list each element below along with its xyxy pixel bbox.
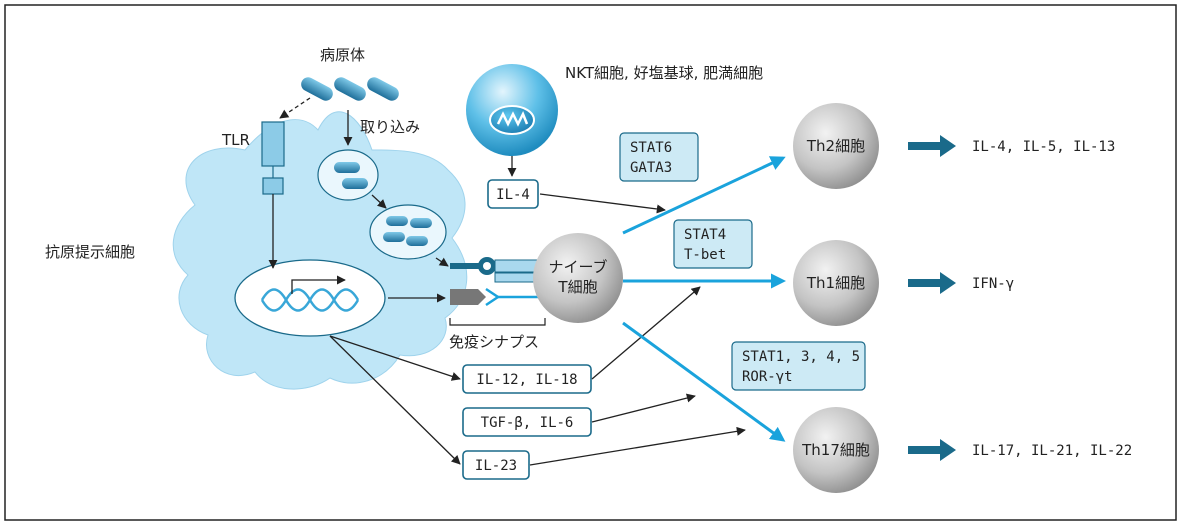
naive-label-2: T細胞 bbox=[557, 278, 597, 296]
pathogen-icon bbox=[301, 77, 399, 101]
apc-label: 抗原提示細胞 bbox=[45, 243, 135, 261]
th2-output: IL-4, IL-5, IL-13 bbox=[972, 139, 1115, 155]
th17-label: Th17細胞 bbox=[801, 441, 870, 459]
vesicle-2 bbox=[369, 204, 447, 260]
il12-18-box bbox=[462, 364, 592, 394]
apc-il12-arrow bbox=[329, 335, 461, 381]
tlr-receptor bbox=[261, 121, 285, 167]
th17-output-arrow bbox=[908, 439, 956, 461]
tf-th17-line1: STAT1, 3, 4, 5 bbox=[742, 349, 860, 365]
apc-cell-body bbox=[172, 111, 468, 390]
tf-th17-box bbox=[731, 341, 866, 391]
th1-output-arrow bbox=[908, 272, 956, 294]
dna-helix-icon bbox=[260, 288, 360, 312]
il23-box bbox=[462, 450, 530, 480]
synapse-bracket bbox=[449, 318, 546, 326]
vesicle-particle bbox=[406, 236, 428, 246]
nkt-nucleus bbox=[489, 105, 535, 135]
vesicle-particle bbox=[410, 218, 432, 228]
tlr-label: TLR bbox=[221, 131, 250, 149]
il23-th17-arrow bbox=[529, 426, 746, 466]
tf-th1-line2: T-bet bbox=[684, 247, 726, 263]
tgf-th17-arrow bbox=[591, 393, 696, 423]
th17-output: IL-17, IL-21, IL-22 bbox=[972, 443, 1132, 459]
tf-th17-line2: ROR-γt bbox=[742, 369, 793, 385]
pathogen-label: 病原体 bbox=[320, 46, 365, 64]
vesicle-1 bbox=[317, 149, 379, 201]
vesicle-particle bbox=[383, 232, 405, 242]
il12-18-text: IL-12, IL-18 bbox=[476, 372, 577, 388]
costim-molecule bbox=[450, 289, 486, 305]
il4-th2-arrow bbox=[539, 193, 666, 214]
naive-label-1: ナイーブ bbox=[548, 258, 607, 276]
tcr bbox=[494, 259, 540, 273]
transcription-arrow bbox=[291, 275, 346, 294]
tf-th2-box bbox=[619, 132, 699, 182]
th1-label: Th1細胞 bbox=[806, 274, 865, 292]
pathogen-tlr-arrow bbox=[279, 97, 311, 119]
tf-th1-box bbox=[673, 219, 753, 269]
tgf-il6-box bbox=[462, 407, 592, 437]
th2-output-arrow bbox=[908, 135, 956, 157]
nkt-label: NKT細胞, 好塩基球, 肥満細胞 bbox=[565, 64, 763, 82]
wave-icon bbox=[496, 110, 529, 127]
output-arrows bbox=[908, 135, 956, 461]
synapse-label: 免疫シナプス bbox=[449, 333, 539, 351]
tf-th2-line2: GATA3 bbox=[630, 160, 672, 176]
tlr-receptor-base bbox=[262, 177, 284, 195]
tgf-il6-text: TGF-β, IL-6 bbox=[481, 415, 574, 431]
th17-diff-arrow bbox=[622, 321, 786, 442]
th17-cell bbox=[793, 407, 879, 493]
vesicle-particle bbox=[386, 216, 408, 226]
th1-output: IFN-γ bbox=[972, 276, 1014, 292]
il4-text: IL-4 bbox=[496, 187, 530, 203]
uptake-label: 取り込み bbox=[360, 118, 420, 136]
th2-cell bbox=[793, 103, 879, 189]
vesicle-particle bbox=[334, 162, 360, 173]
il23-text: IL-23 bbox=[475, 458, 517, 474]
il12-th1-arrow bbox=[591, 286, 701, 380]
th2-label: Th2細胞 bbox=[806, 137, 865, 155]
vesicle-particle bbox=[342, 178, 368, 189]
vesicle-arrow bbox=[371, 194, 387, 209]
antigen-present-arrow bbox=[435, 257, 449, 267]
il4-box bbox=[487, 179, 539, 209]
apc-il23-arrow bbox=[329, 335, 461, 465]
th2-diff-arrow bbox=[622, 156, 786, 235]
tf-th1-line1: STAT4 bbox=[684, 227, 726, 243]
th1-cell bbox=[793, 240, 879, 326]
naive-t-cell bbox=[533, 233, 623, 323]
tf-th2-line1: STAT6 bbox=[630, 140, 672, 156]
